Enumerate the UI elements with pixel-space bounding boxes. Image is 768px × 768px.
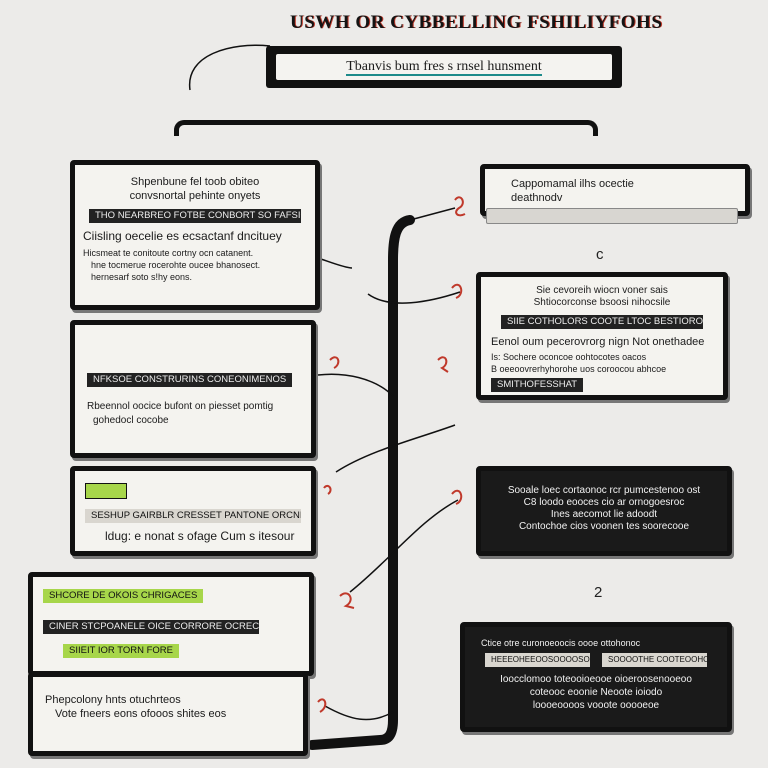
left-card-2: NFKSOE CONSTRURINS CONEONIMENOS Rbeennol…	[70, 320, 316, 458]
card-text: Vote fneers eons ofooos shites eos	[55, 708, 227, 720]
green-marker	[85, 483, 127, 499]
subtitle-box: Tbanvis bum fres s rnsel hunsment	[266, 46, 622, 88]
card-text: B oeeoovrerhyhorohe uos coroocou abhcoe	[491, 364, 667, 374]
card-text: Hicsmeat te conitoute cortny ocn catanen…	[83, 248, 254, 258]
card-text: Contochoe cios voonen tes soorecooe	[518, 521, 690, 532]
top-bracket	[174, 120, 598, 136]
card-bar-green: SHCORE DE OKOIS CHRIGACES	[43, 589, 204, 603]
card-text: convsnortal pehinte onyets	[129, 190, 261, 202]
card-text: Shpenbune fel toob obiteo	[130, 176, 260, 188]
left-card-3: SESHUP GAIRBLR CRESSET PANTONE ORCNIORSE…	[70, 466, 316, 556]
right-card-2: Sie cevoreih wiocn voner sais Shtiocorco…	[476, 272, 728, 400]
card-bar: SIIE COTHOLORS COOTE LTOC BESTIOROOS	[501, 315, 703, 329]
left-card-5: Phepcolony hnts otuchrteos Vote fneers e…	[28, 672, 308, 756]
card-text: Shtiocorconse bsoosi nihocsile	[533, 297, 671, 308]
left-card-4: SHCORE DE OKOIS CHRIGACES CINER STCPOANE…	[28, 572, 314, 676]
right-card-4: Ctice otre curonoeoocis oooe ottohonoc H…	[460, 622, 732, 732]
card-text: Ines aecomot lie adoodt	[550, 509, 658, 520]
card-footer-bar: SMITHOFESSHAT	[491, 378, 584, 392]
subtitle: Tbanvis bum fres s rnsel hunsment	[346, 59, 542, 76]
left-card-1: Shpenbune fel toob obiteo convsnortal pe…	[70, 160, 320, 310]
card-text: gohedocl cocobe	[93, 415, 169, 426]
marker-c: c	[596, 246, 604, 263]
card-text: Is: Sochere oconcoe oohtocotes oacos	[491, 352, 647, 362]
card-text: coteooc eoonie Neoote ioiodo	[529, 687, 663, 698]
card-text: Cappomamal ilhs ocectie	[511, 178, 634, 190]
card-text: loooeoooos vooote ooooeoe	[532, 700, 660, 711]
card-bar: THO NEARBREO FOTBE CONBORT SO FAFSIOHOS	[89, 209, 301, 223]
card-bar: HEEEOHEEOOSOOOOSOO	[485, 653, 590, 667]
card-bar: SESHUP GAIRBLR CRESSET PANTONE ORCNIORSE	[85, 509, 301, 523]
card-text: Sie cevoreih wiocn voner sais	[536, 285, 668, 296]
diagram-title: USWH OR CYBBELLING FSHILIYFOHS	[290, 12, 663, 33]
card-heading: Ciisling oecelie es ecsactanf dncituey	[83, 229, 282, 243]
card-text: Rbeennol oocice bufont on piesset pomtig	[87, 401, 274, 412]
card-heading: Eenol oum pecerovrorg nign Not onethadee	[491, 336, 705, 348]
right-card-3: Sooale loec cortaonoc rcr pumcestenoo os…	[476, 466, 732, 556]
slider-track	[486, 208, 738, 224]
card-bar: SOOOOTHE COOTEOOHOE	[602, 653, 707, 667]
card-text: Ioocclomoo toteooioeooe oioeroosenooeoo	[500, 674, 692, 685]
card-text: hernesarf soto s!hy eons.	[91, 272, 193, 282]
card-text: ldug: e nonat s ofage Cum s itesour	[105, 529, 295, 543]
card-text: hne tocmerue rocerohte oucee bhanosect.	[91, 260, 261, 270]
right-card-1: Cappomamal ilhs ocectie deathnodv	[480, 164, 750, 216]
marker-2: 2	[594, 584, 603, 601]
card-bar-green: SIIEIT IOR TORN FORE	[63, 644, 179, 658]
card-bar: NFKSOE CONSTRURINS CONEONIMENOS	[87, 373, 293, 387]
card-text: Phepcolony hnts otuchrteos	[45, 694, 181, 706]
card-text: Ctice otre curonoeoocis oooe ottohonoc	[481, 638, 641, 648]
card-text: Sooale loec cortaonoc rcr pumcestenoo os…	[507, 485, 701, 496]
card-text: deathnodv	[511, 192, 563, 204]
card-text: C8 loodo eooces cio ar ornogoesroc	[523, 497, 685, 508]
card-bar: CINER STCPOANELE OICE CORRORE OCRECPTURE	[43, 620, 259, 634]
